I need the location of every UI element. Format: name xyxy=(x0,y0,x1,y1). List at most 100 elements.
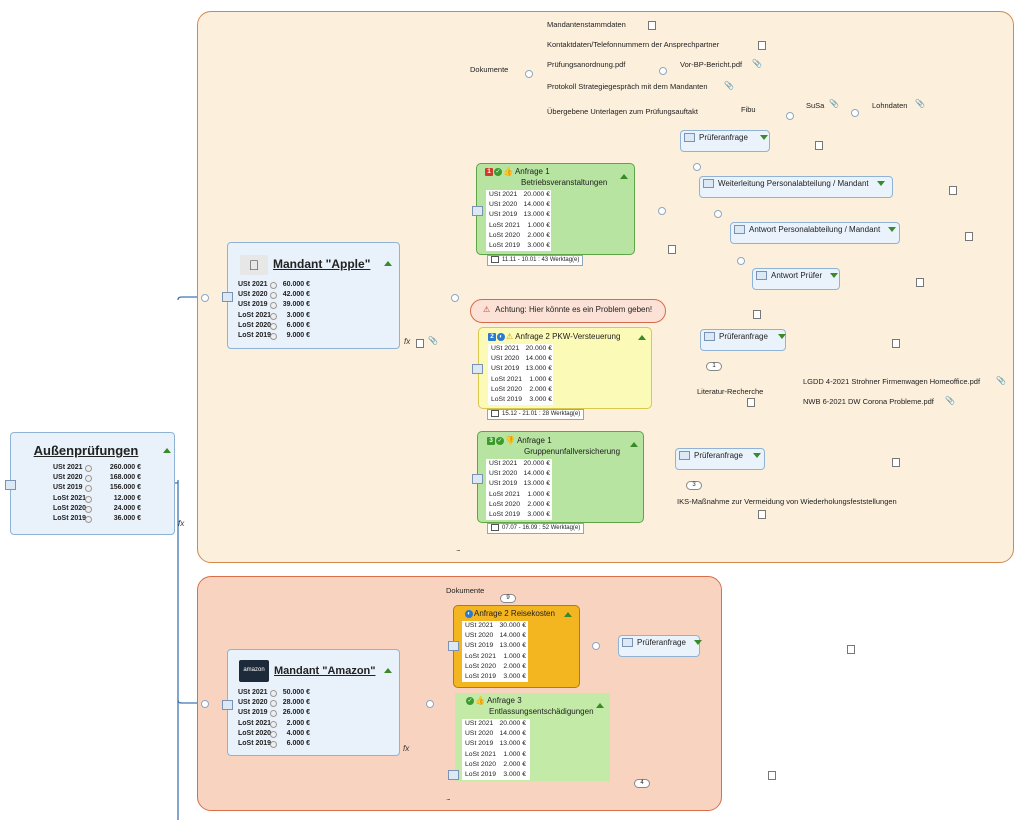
collapse-button[interactable] xyxy=(426,700,434,708)
request-dates: 15.12 - 21.01 : 28 Werktag(e) xyxy=(487,409,585,421)
note-icon[interactable] xyxy=(949,186,958,196)
collapse-button[interactable] xyxy=(525,70,533,78)
dropdown-icon[interactable] xyxy=(778,334,787,340)
note-icon[interactable] xyxy=(648,21,657,31)
doc-vor-bp-bericht[interactable]: Vor-BP-Bericht.pdf xyxy=(680,60,743,69)
doc-uebergebene-unterlagen[interactable]: Übergebene Unterlagen zum Prüfungsauftak… xyxy=(547,107,698,116)
collapse-button[interactable] xyxy=(451,294,459,302)
priority-3-icon: 3 xyxy=(487,437,495,445)
more-ellipsis[interactable]: ... xyxy=(456,544,461,553)
dropdown-icon[interactable] xyxy=(760,135,769,141)
topic-icon xyxy=(703,179,714,189)
doc-pruefungsanordnung[interactable]: Prüfungsanordnung.pdf xyxy=(547,60,626,69)
note-icon[interactable] xyxy=(814,141,823,151)
doc-kontaktdaten[interactable]: Kontaktdaten/Telefonnummern der Ansprech… xyxy=(547,40,720,49)
attachment-icon[interactable]: 📎 xyxy=(428,336,438,345)
thumbs-up-icon: 👍 xyxy=(475,696,485,705)
note-icon[interactable] xyxy=(747,398,756,408)
antwort-pruefer-node[interactable]: Antwort Prüfer xyxy=(752,268,840,290)
topic-icon xyxy=(679,451,690,461)
prueferanfrage-node[interactable]: Prüferanfrage xyxy=(675,448,765,470)
collapse-button[interactable] xyxy=(658,207,666,215)
amazon-documents-label[interactable]: Dokumente xyxy=(446,586,485,595)
thumbs-down-icon: 👎 xyxy=(505,436,515,445)
prueferanfrage-node[interactable]: Prüferanfrage xyxy=(618,635,703,657)
collapse-button[interactable] xyxy=(851,109,859,117)
attachment-icon[interactable]: 📎 xyxy=(724,81,734,90)
prueferanfrage-node[interactable]: Prüferanfrage xyxy=(700,329,787,351)
doc-fibu[interactable]: Fibu xyxy=(741,105,756,114)
note-icon[interactable] xyxy=(767,771,776,781)
request-subtitle: Betriebsveranstaltungen xyxy=(521,178,608,187)
note-icon[interactable] xyxy=(891,458,900,468)
doc-lohndaten[interactable]: Lohndaten xyxy=(872,101,908,110)
collapse-button[interactable] xyxy=(786,112,794,120)
collapse-triangle-icon[interactable] xyxy=(564,612,572,617)
note-icon[interactable] xyxy=(892,339,901,349)
doc-nwb[interactable]: NWB 6-2021 DW Corona Probleme.pdf xyxy=(803,397,934,406)
calendar-icon xyxy=(491,524,499,531)
request-node-betriebsveranstaltungen[interactable]: 1✓👍Anfrage 1 Betriebsveranstaltungen USt… xyxy=(476,163,635,255)
dropdown-icon[interactable] xyxy=(753,453,762,459)
iks-massnahme[interactable]: IKS-Maßnahme zur Vermeidung von Wiederho… xyxy=(677,497,897,506)
dropdown-icon[interactable] xyxy=(888,227,897,233)
collapse-triangle-icon[interactable] xyxy=(596,703,604,708)
antwort-personal-node[interactable]: Antwort Personalabteilung / Mandant xyxy=(730,222,900,244)
note-icon[interactable] xyxy=(416,339,424,349)
request-title: Anfrage 2 PKW-Versteuerung xyxy=(515,332,621,342)
attachment-icon[interactable]: 📎 xyxy=(915,99,925,108)
doc-protokoll[interactable]: Protokoll Strategiegespräch mit dem Mand… xyxy=(547,82,708,91)
request-node-entlassung[interactable]: ✓👍Anfrage 3 Entlassungsentschädigungen U… xyxy=(455,693,610,781)
root-title: Außenprüfungen xyxy=(33,443,139,458)
collapse-triangle-icon[interactable] xyxy=(163,448,171,453)
warning-callout[interactable]: ⚠Achtung: Hier könnte es ein Problem geb… xyxy=(470,299,666,323)
collapse-button[interactable] xyxy=(737,257,745,265)
collapse-button[interactable] xyxy=(659,67,667,75)
topic-icon xyxy=(756,271,767,281)
note-icon[interactable] xyxy=(758,41,767,51)
attachment-icon[interactable]: 📎 xyxy=(996,376,1006,385)
request-node-gruppenunfall[interactable]: 3✓👎Anfrage 1 Gruppenunfallversicherung U… xyxy=(477,431,644,523)
apple-fx-icon: fx xyxy=(404,337,411,346)
topic-icon xyxy=(472,364,483,374)
collapse-triangle-icon[interactable] xyxy=(630,442,638,447)
collapse-triangle-icon[interactable] xyxy=(384,668,392,673)
collapse-button[interactable] xyxy=(714,210,722,218)
collapse-button[interactable] xyxy=(693,163,701,171)
collapse-button[interactable] xyxy=(201,294,209,302)
note-icon[interactable] xyxy=(915,278,924,288)
attachment-icon[interactable]: 📎 xyxy=(829,99,839,108)
collapse-triangle-icon[interactable] xyxy=(384,261,392,266)
dropdown-icon[interactable] xyxy=(876,181,885,187)
dropdown-icon[interactable] xyxy=(830,273,839,279)
note-icon[interactable] xyxy=(965,232,974,242)
doc-lgdd[interactable]: LGDD 4-2021 Strohner Firmenwagen Homeoff… xyxy=(803,377,981,386)
note-icon[interactable] xyxy=(757,510,766,520)
topic-icon xyxy=(472,206,483,216)
dropdown-icon[interactable] xyxy=(694,640,703,646)
doc-mandantenstammdaten[interactable]: Mandantenstammdaten xyxy=(547,20,626,29)
collapse-triangle-icon[interactable] xyxy=(638,335,646,340)
literatur-recherche[interactable]: Literatur-Recherche xyxy=(697,387,764,396)
attachment-icon[interactable]: 📎 xyxy=(752,59,762,68)
collapse-triangle-icon[interactable] xyxy=(620,174,628,179)
priority-1-icon: 1 xyxy=(485,168,493,176)
more-ellipsis[interactable]: ... xyxy=(446,793,451,802)
note-icon[interactable] xyxy=(667,245,676,255)
prueferanfrage-node[interactable]: Prüferanfrage xyxy=(680,130,770,152)
collapse-button[interactable] xyxy=(201,700,209,708)
doc-susa[interactable]: SuSa xyxy=(806,101,825,110)
note-icon[interactable] xyxy=(847,645,856,655)
collapse-button[interactable] xyxy=(592,642,600,650)
note-icon[interactable] xyxy=(752,310,761,320)
attachment-icon[interactable]: 📎 xyxy=(945,396,955,405)
weiterleitung-node[interactable]: Weiterleitung Personalabteilung / Mandan… xyxy=(699,176,893,198)
